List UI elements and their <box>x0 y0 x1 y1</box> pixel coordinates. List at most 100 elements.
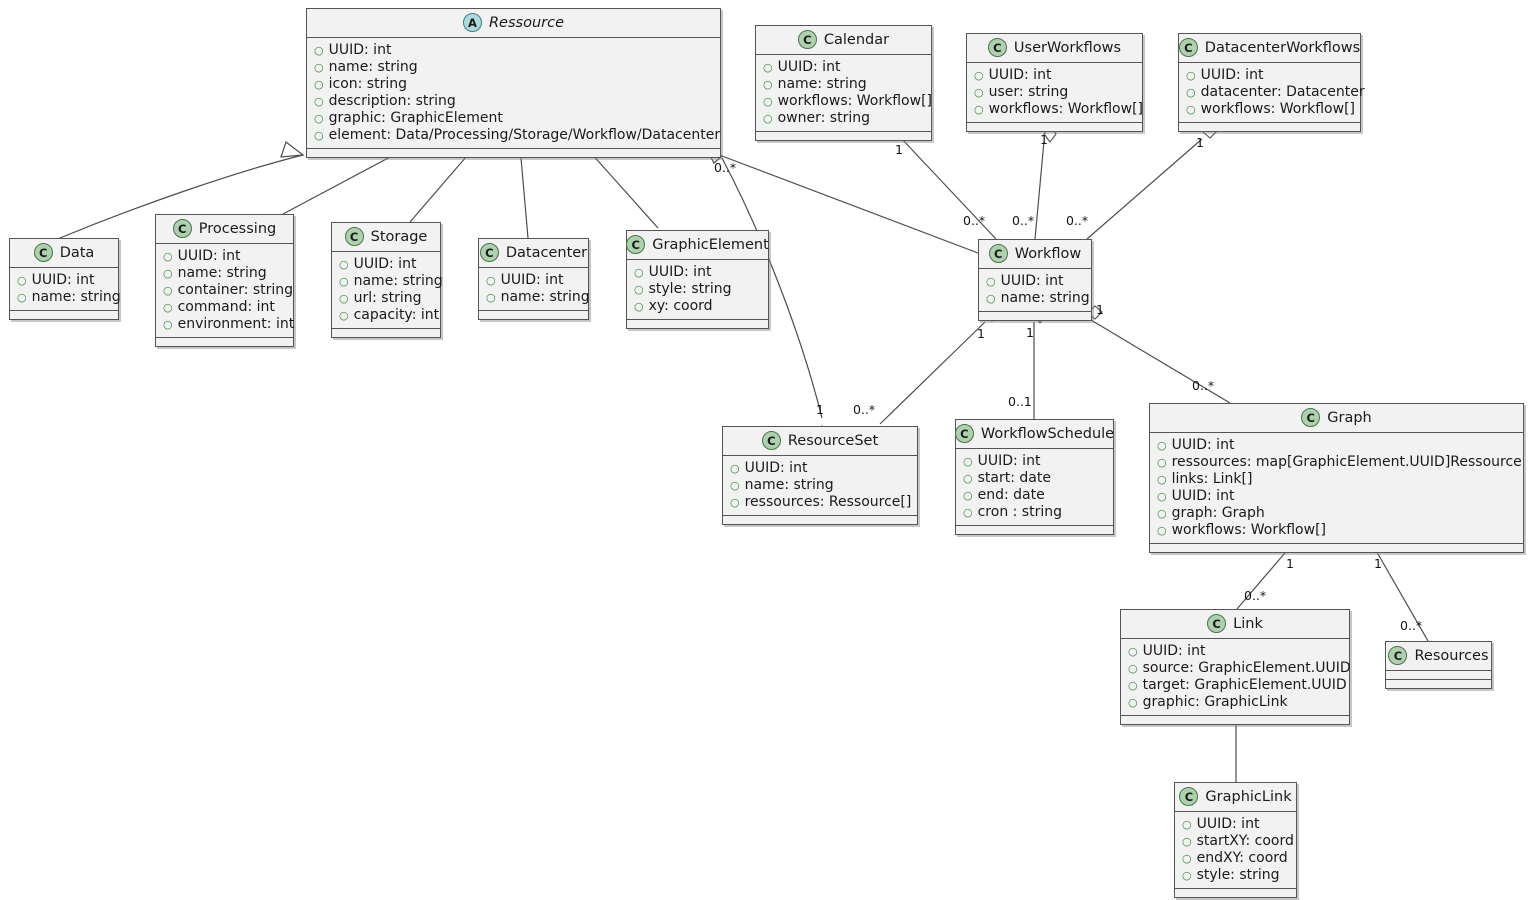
class-stereotype-icon: C <box>626 235 646 254</box>
multiplicity-label: 0..* <box>1012 213 1035 228</box>
class-stereotype-icon: C <box>761 431 781 450</box>
attribute-label: UUID: int <box>1196 816 1260 832</box>
class-stereotype-icon: C <box>1207 614 1227 633</box>
attribute-row: ○environment: int <box>163 316 294 333</box>
multiplicity-label: 1 <box>895 142 903 157</box>
attribute-row: ○UUID: int <box>763 59 924 76</box>
attribute-label: name: string <box>31 289 121 305</box>
attribute-label: end: date <box>977 487 1045 503</box>
visibility-public-icon: ○ <box>1182 869 1192 882</box>
attribute-row: ○startXY: coord <box>1182 833 1294 850</box>
visibility-public-icon: ○ <box>634 283 644 296</box>
edge-datacenterworkflows-workflow <box>1086 138 1203 240</box>
visibility-public-icon: ○ <box>963 472 973 485</box>
visibility-public-icon: ○ <box>963 455 973 468</box>
attribute-label: container: string <box>177 282 294 298</box>
attribute-row: ○container: string <box>163 282 293 299</box>
attribute-label: element: Data/Processing/Storage/Workflo… <box>328 127 721 143</box>
class-attributes-graphiclink: ○UUID: int○startXY: coord○endXY: coord○s… <box>1175 812 1296 889</box>
class-name-label: Datacenter <box>505 244 588 261</box>
attribute-row: ○graphic: GraphicElement <box>314 110 713 127</box>
class-operations-storage <box>332 329 440 337</box>
class-attributes-graphicelement: ○UUID: int○style: string○xy: coord <box>627 260 768 320</box>
class-name-label: Storage <box>370 228 428 245</box>
attribute-label: xy: coord <box>648 298 713 314</box>
class-operations-datacenterworkflows <box>1179 123 1360 131</box>
attribute-label: workflows: Workflow[] <box>777 93 932 109</box>
attribute-label: url: string <box>353 290 422 306</box>
attribute-row: ○UUID: int <box>986 273 1084 290</box>
class-name-label: Processing <box>198 220 277 237</box>
multiplicity-label: 0..* <box>1400 618 1423 633</box>
attribute-label: ressources: map[GraphicElement.UUID]Ress… <box>1171 454 1522 470</box>
attribute-row: ○start: date <box>963 470 1106 487</box>
visibility-public-icon: ○ <box>634 266 644 279</box>
visibility-public-icon: ○ <box>486 291 496 304</box>
attribute-label: style: string <box>1196 867 1280 883</box>
attribute-row: ○name: string <box>986 290 1090 307</box>
visibility-public-icon: ○ <box>763 78 773 91</box>
attribute-row: ○graph: Graph <box>1157 505 1516 522</box>
class-operations-userworkflows <box>967 123 1142 131</box>
attribute-row: ○graphic: GraphicLink <box>1128 694 1342 711</box>
visibility-public-icon: ○ <box>763 112 773 125</box>
attribute-label: UUID: int <box>744 460 808 476</box>
attribute-label: UUID: int <box>1142 643 1206 659</box>
attribute-label: graphic: GraphicElement <box>328 110 503 126</box>
visibility-public-icon: ○ <box>1182 835 1192 848</box>
attribute-row: ○workflows: Workflow[] <box>1186 101 1355 118</box>
multiplicity-label: 1 <box>1286 556 1294 571</box>
attribute-row: ○command: int <box>163 299 286 316</box>
attribute-row: ○UUID: int <box>634 264 761 281</box>
class-name-label: Workflow <box>1014 245 1082 262</box>
visibility-public-icon: ○ <box>974 103 984 116</box>
multiplicity-label: 1 <box>816 402 824 417</box>
class-attributes-data: ○UUID: int○name: string <box>10 268 121 311</box>
attribute-row: ○UUID: int <box>963 453 1106 470</box>
visibility-public-icon: ○ <box>339 258 349 271</box>
attribute-row: ○ name: string <box>763 76 924 93</box>
attribute-label: UUID: int <box>1200 67 1264 83</box>
class-attributes-graph: ○UUID: int○ressources: map[GraphicElemen… <box>1150 433 1523 544</box>
attribute-label: workflows: Workflow[] <box>1171 522 1326 538</box>
visibility-public-icon: ○ <box>1157 507 1167 520</box>
multiplicity-label: 0..* <box>714 160 737 175</box>
class-attributes-userworkflows: ○UUID: int○user: string○workflows: Workf… <box>967 63 1143 123</box>
multiplicity-label: 0..* <box>853 402 876 417</box>
attribute-row: ○end: date <box>963 487 1106 504</box>
attribute-label: name: string <box>777 76 867 92</box>
attribute-row: ○name: string <box>314 59 713 76</box>
visibility-public-icon: ○ <box>1186 86 1196 99</box>
attribute-label: UUID: int <box>1171 488 1235 504</box>
class-attributes-calendar: ○UUID: int ○ name: string ○ workflows: Workf… <box>756 55 932 132</box>
class-stereotype-icon: C <box>1178 38 1198 57</box>
attribute-label: endXY: coord <box>1196 850 1288 866</box>
class-operations-link <box>1121 716 1349 724</box>
visibility-public-icon: ○ <box>163 267 173 280</box>
attribute-row: ○UUID: int <box>17 272 111 289</box>
visibility-public-icon: ○ <box>986 275 996 288</box>
